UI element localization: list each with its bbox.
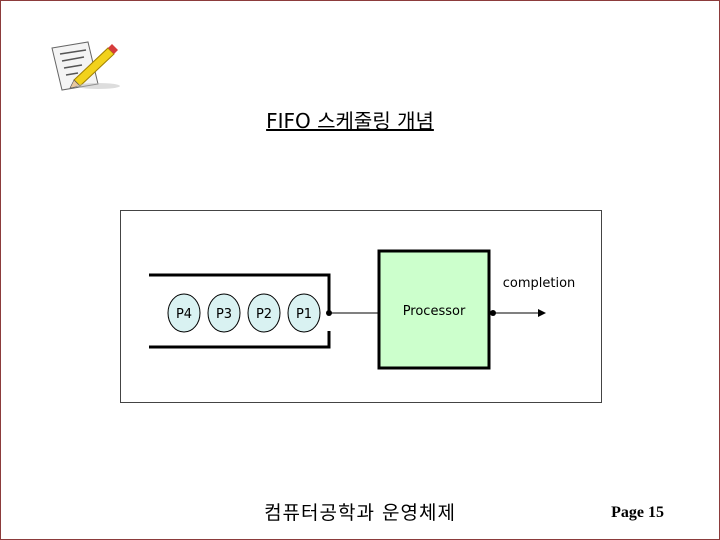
queue-top-wall xyxy=(149,273,331,315)
notepad-pencil-icon xyxy=(51,41,120,91)
process-p2 xyxy=(247,293,281,333)
slide-title: FIFO 스케줄링 개념 xyxy=(266,109,434,133)
process-label-p2: P2 xyxy=(256,307,272,322)
queue-exit-dot xyxy=(326,310,332,316)
processor-label: Processor xyxy=(403,304,466,319)
completion-label: completion xyxy=(503,276,576,291)
process-label-p4: P4 xyxy=(176,307,192,322)
fifo-diagram: P4 P3 P2 P1 Processor completion xyxy=(149,249,576,370)
process-label-p1: P1 xyxy=(296,307,312,322)
diagram-panel: P4 P3 P2 P1 Processor completion xyxy=(120,210,602,403)
queue-bottom-wall xyxy=(149,331,331,349)
process-p4 xyxy=(167,293,201,333)
course-footer: 컴퓨터공학과 운영체제 xyxy=(264,502,456,524)
process-label-p3: P3 xyxy=(216,307,232,322)
page-number: Page 15 xyxy=(611,504,664,521)
process-p3 xyxy=(207,293,241,333)
processor-box xyxy=(377,249,491,370)
process-p1 xyxy=(287,293,321,333)
